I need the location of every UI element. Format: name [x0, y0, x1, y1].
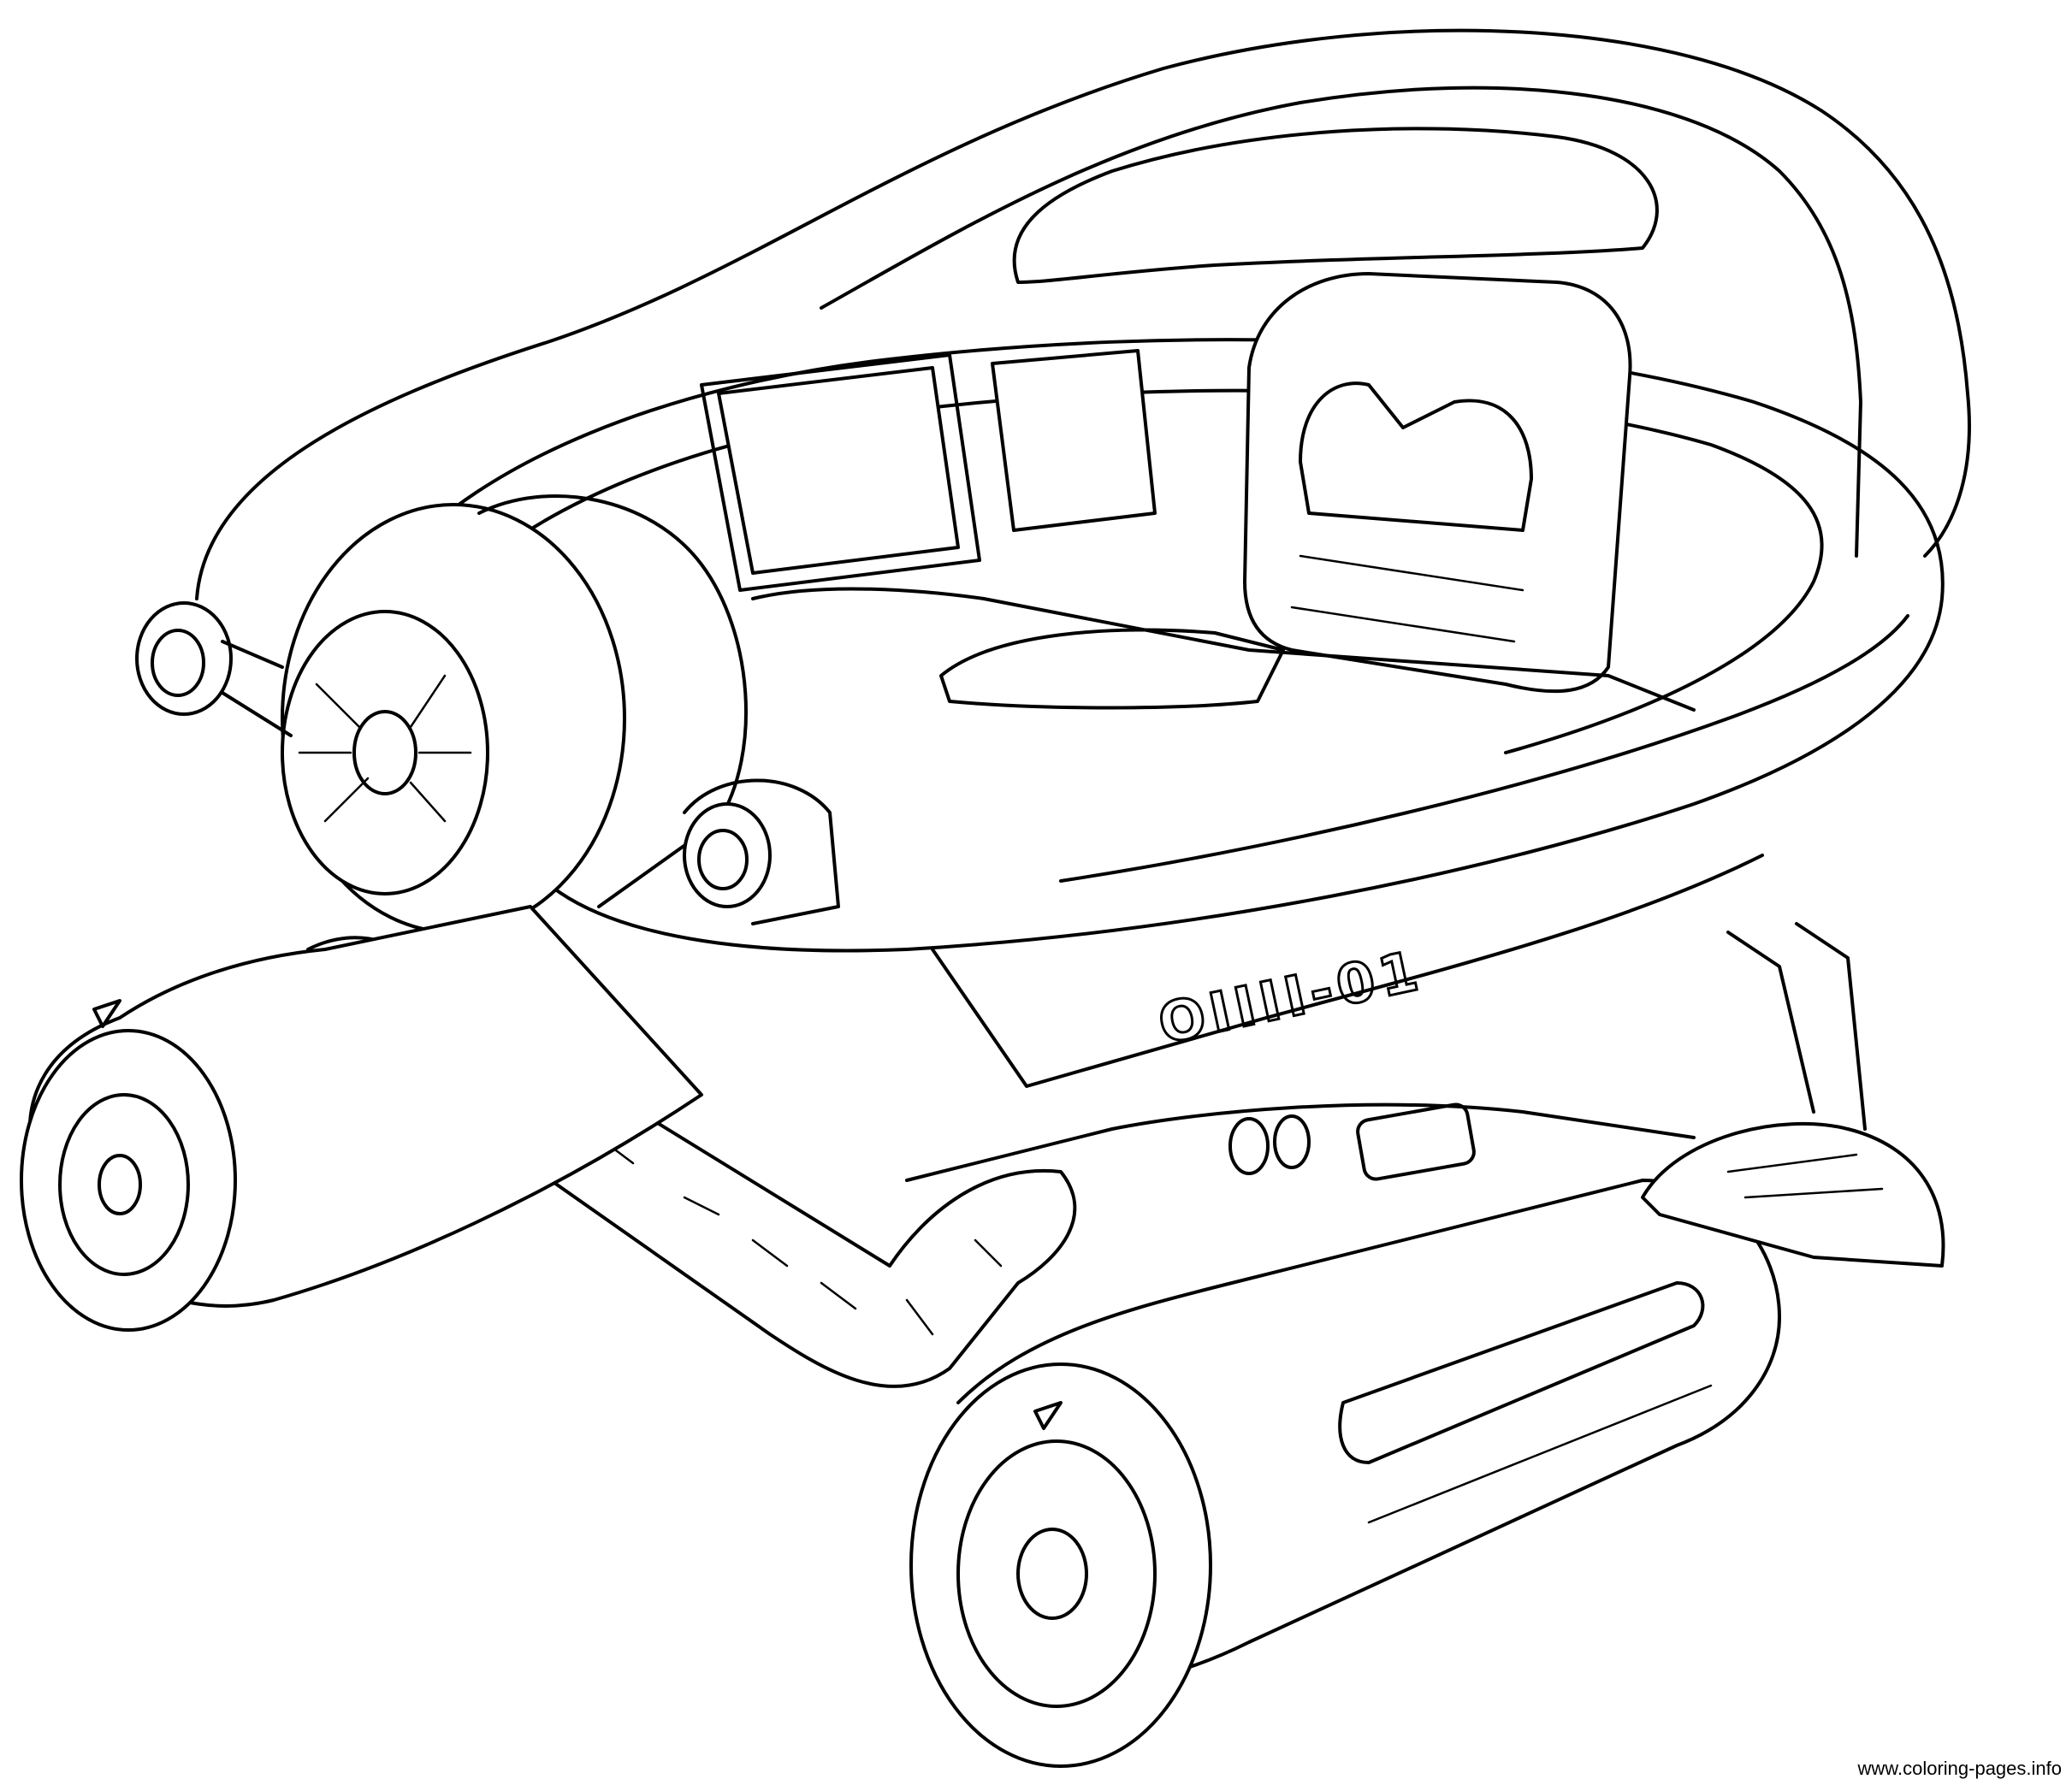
pilot-seat-headrest — [1299, 381, 1533, 532]
small-thruster-left-inner — [151, 629, 205, 697]
right-pontoon-nozzle-ring — [956, 1439, 1157, 1708]
small-thruster-front-cowl — [683, 778, 840, 925]
undercarriage-bolt-2 — [1273, 1114, 1311, 1169]
small-thruster-left-arm — [221, 640, 293, 737]
right-pontoon-marker — [1033, 1401, 1063, 1430]
canopy-window — [1012, 127, 1659, 284]
left-pontoon-nozzle-core — [98, 1154, 142, 1215]
right-pontoon-nozzle-core — [1016, 1528, 1088, 1620]
seat-line-2 — [1290, 606, 1516, 643]
hull-rim — [392, 338, 1945, 953]
cockpit-screen-left-frame — [700, 353, 981, 592]
small-thruster-front — [683, 802, 772, 908]
front-thruster-blades — [298, 674, 472, 823]
canopy-outer — [195, 28, 1971, 600]
undercarriage-bolt-1 — [1228, 1117, 1270, 1175]
cockpit-screen-left — [717, 366, 960, 575]
cockpit-floor — [751, 587, 1696, 712]
seat-base — [939, 628, 1285, 710]
hull-keel — [931, 854, 1764, 1088]
right-pontoon-panel — [1338, 1281, 1705, 1464]
front-thruster-fan — [281, 610, 489, 895]
cockpit-screen-right — [991, 349, 1157, 532]
watermark-text: www.coloring-pages.info — [1857, 1758, 2062, 1779]
small-thruster-front-inner — [697, 829, 749, 890]
left-pontoon-marker — [92, 999, 121, 1028]
hull-code-label: OIIII-01 — [1153, 939, 1429, 1057]
pilot-seat-back — [1243, 272, 1632, 694]
right-strut-lines — [1726, 1153, 1884, 1199]
seat-line-1 — [1299, 554, 1524, 592]
left-pontoon-nozzle-ring — [58, 1093, 190, 1276]
canopy-inner — [820, 86, 1862, 558]
right-strut — [1726, 922, 1867, 1131]
front-thruster-hub — [352, 710, 417, 795]
right-pontoon-panel-line — [1367, 1384, 1713, 1524]
undercarriage-vent — [1356, 1102, 1476, 1181]
front-thruster-cowl — [477, 494, 748, 908]
left-pontoon-nozzle — [20, 1029, 237, 1332]
hull-stripe — [1059, 614, 1909, 883]
undercarriage — [905, 1102, 1696, 1182]
